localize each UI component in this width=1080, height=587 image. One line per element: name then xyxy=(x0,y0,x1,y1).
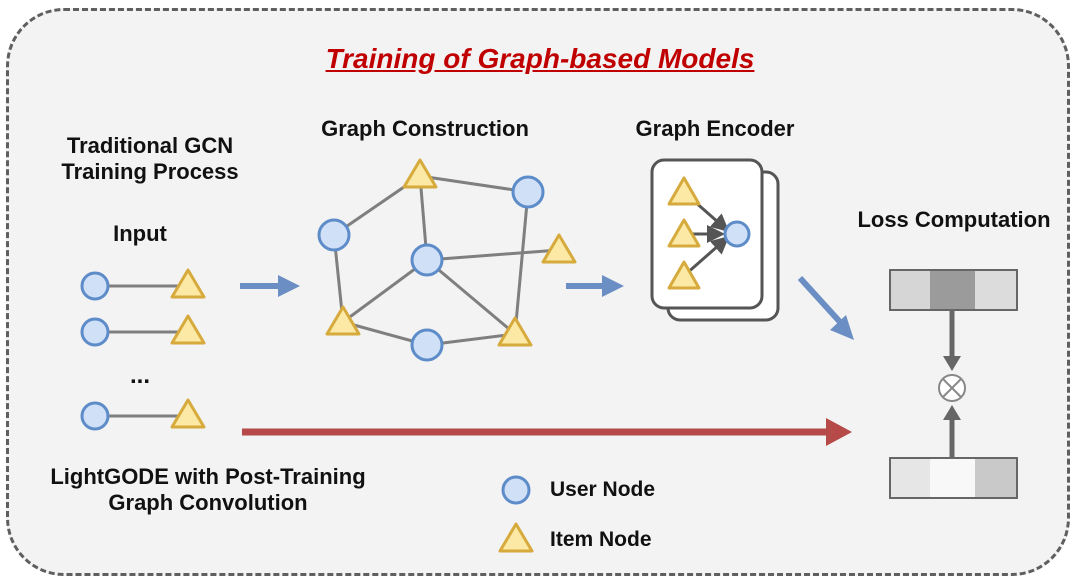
traditional-gcn-line2: Training Process xyxy=(61,159,239,185)
lightgode-label: LightGODE with Post-Training Graph Convo… xyxy=(18,464,398,517)
ellipsis-label: ... xyxy=(129,362,150,389)
item-node-icon xyxy=(170,314,206,345)
item-node-icon xyxy=(170,398,206,429)
item-node-legend-icon xyxy=(498,522,534,553)
traditional-gcn-line1: Traditional GCN xyxy=(66,133,234,158)
user-node-icon xyxy=(80,271,110,301)
item-node-icon xyxy=(170,268,206,299)
input-label: Input xyxy=(113,221,167,246)
item-node-icon xyxy=(497,316,533,347)
legend-user-node-label: User Node xyxy=(550,478,656,501)
user-node-icon xyxy=(723,220,751,248)
legend xyxy=(498,475,534,553)
arrow-encoder-to-loss xyxy=(797,275,854,340)
item-node-icon xyxy=(325,305,361,336)
loss-computation-label: Loss Computation xyxy=(857,207,1051,232)
input-pair-1 xyxy=(80,268,206,301)
graph-encoder-label: Graph Encoder xyxy=(635,116,795,141)
item-node-icon xyxy=(667,218,701,248)
traditional-gcn-label: Traditional GCN Training Process xyxy=(30,133,270,186)
graph-construction-label: Graph Construction xyxy=(321,116,529,141)
item-node-icon xyxy=(541,233,577,264)
user-node-icon xyxy=(80,317,110,347)
arrow-input-to-graph xyxy=(240,275,300,297)
graph-encoder-block xyxy=(650,158,780,322)
input-pair-2 xyxy=(80,314,206,347)
graph-nodes xyxy=(317,158,577,362)
arrow-lightgode-to-loss xyxy=(242,418,852,446)
legend-item-node-label: Item Node xyxy=(550,528,652,551)
arrow-graph-to-encoder xyxy=(566,275,624,297)
user-node-legend-icon xyxy=(501,475,531,505)
user-node-icon xyxy=(511,175,545,209)
item-node-icon xyxy=(667,176,701,206)
user-node-icon xyxy=(80,401,110,431)
user-node-icon xyxy=(410,243,444,277)
loss-computation-block xyxy=(889,269,1018,499)
user-node-icon xyxy=(410,328,444,362)
input-pair-3 xyxy=(80,398,206,431)
diagram-title: Training of Graph-based Models xyxy=(325,43,755,74)
item-node-icon xyxy=(667,260,701,290)
lightgode-line1: LightGODE with Post-Training xyxy=(50,464,366,489)
lightgode-line2: Graph Convolution xyxy=(108,490,308,516)
item-node-icon xyxy=(402,158,438,189)
user-node-icon xyxy=(317,218,351,252)
